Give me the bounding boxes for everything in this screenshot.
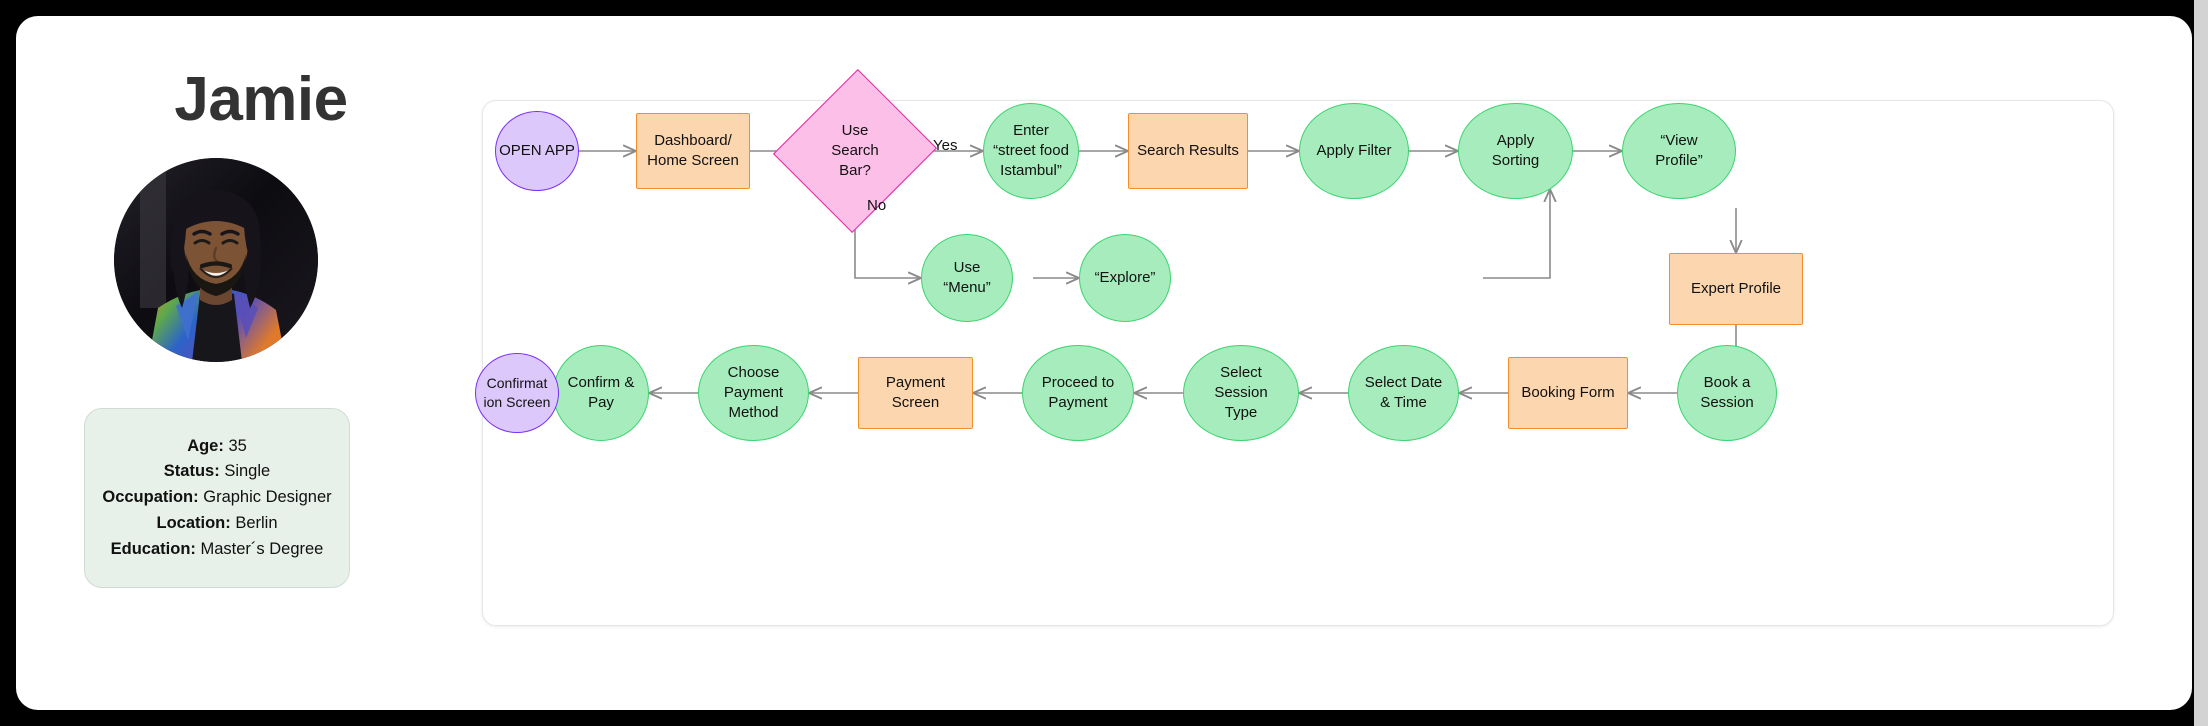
flow-node-search-results[interactable]: Search Results [1128, 113, 1248, 189]
info-row-age: Age: 35 [187, 434, 247, 460]
flow-node-confirmation-screen[interactable]: Confirmat ion Screen [475, 353, 559, 433]
flow-node-open-app[interactable]: OPEN APP [495, 111, 579, 191]
persona-panel: Jamie [46, 26, 476, 700]
flow-node-booking-form-label: Booking Form [1521, 383, 1615, 401]
flow-node-booking-form[interactable]: Booking Form [1508, 357, 1628, 429]
info-label-location: Location: [156, 513, 231, 532]
flow-node-confirm-and-pay-label: Confirm & Pay [567, 373, 635, 411]
flow-node-expert-profile-label: Expert Profile [1690, 279, 1782, 297]
info-row-status: Status: Single [164, 459, 270, 485]
flow-node-view-profile[interactable]: “View Profile” [1622, 103, 1736, 199]
page-title: Jamie [174, 65, 348, 134]
flow-node-expert-profile[interactable]: Expert Profile [1669, 253, 1803, 325]
flow-node-use-menu[interactable]: Use “Menu” [921, 234, 1013, 322]
flow-node-book-a-session[interactable]: Book a Session [1677, 345, 1777, 441]
flow-connectors [579, 101, 2115, 627]
flow-node-apply-sorting-label: Apply Sorting [1491, 131, 1540, 169]
flow-node-select-date-time[interactable]: Select Date & Time [1348, 345, 1459, 441]
flow-node-enter-query-label: Enter “street food Istambul” [993, 121, 1069, 180]
flow-node-use-menu-label: Use “Menu” [943, 258, 991, 296]
info-label-occupation: Occupation: [102, 488, 199, 507]
flow-node-view-profile-label: “View Profile” [1655, 131, 1703, 169]
flow-node-explore-label: “Explore” [1094, 268, 1156, 286]
flow-node-dashboard-label: Dashboard/ Home Screen [647, 131, 739, 169]
info-value-age: 35 [228, 436, 247, 455]
user-flow-diagram-panel: OPEN APP Dashboard/ Home Screen Use Sear… [475, 68, 2115, 627]
info-row-education: Education: Master´s Degree [111, 537, 324, 563]
info-value-education: Master´s Degree [200, 539, 324, 558]
flow-node-confirmation-screen-label: Confirmat ion Screen [483, 375, 551, 410]
flow-node-choose-payment-label: Choose Payment Method [723, 363, 784, 422]
avatar [114, 158, 318, 362]
flow-node-confirm-and-pay[interactable]: Confirm & Pay [553, 345, 649, 441]
flow-node-proceed-to-payment-label: Proceed to Payment [1041, 373, 1115, 411]
flow-node-open-app-label: OPEN APP [499, 141, 575, 159]
edge-label-no: No [867, 197, 887, 214]
edge-label-yes: Yes [933, 137, 958, 154]
flow-node-dashboard[interactable]: Dashboard/ Home Screen [636, 113, 750, 189]
flow-node-apply-filter-label: Apply Filter [1316, 141, 1392, 159]
info-row-occupation: Occupation: Graphic Designer [102, 485, 331, 511]
flow-node-select-session-type-label: Select Session Type [1214, 363, 1268, 422]
flow-node-apply-sorting[interactable]: Apply Sorting [1458, 103, 1573, 199]
flow-node-select-session-type[interactable]: Select Session Type [1183, 345, 1299, 441]
info-row-location: Location: Berlin [156, 511, 277, 537]
flow-node-proceed-to-payment[interactable]: Proceed to Payment [1022, 345, 1134, 441]
flow-node-apply-filter[interactable]: Apply Filter [1299, 103, 1409, 199]
flow-node-book-a-session-label: Book a Session [1700, 373, 1754, 411]
flow-node-select-date-time-label: Select Date & Time [1364, 373, 1443, 411]
info-value-occupation: Graphic Designer [203, 488, 332, 507]
flow-node-explore[interactable]: “Explore” [1079, 234, 1171, 322]
window-scrollbar[interactable] [2194, 0, 2208, 726]
info-label-age: Age: [187, 436, 224, 455]
info-label-status: Status: [163, 462, 220, 481]
flow-node-payment-screen-label: Payment Screen [885, 373, 946, 411]
app-window-frame: Jamie [16, 16, 2192, 710]
flow-node-use-search-bar-label: Use Search Bar? [831, 121, 879, 180]
flow-node-payment-screen[interactable]: Payment Screen [858, 357, 973, 429]
user-portrait-photo [114, 158, 318, 362]
info-value-status: Single [224, 462, 271, 481]
flow-node-use-search-bar[interactable]: Use Search Bar? [772, 68, 938, 234]
info-label-education: Education: [110, 539, 196, 558]
info-value-location: Berlin [235, 513, 278, 532]
flow-node-enter-query[interactable]: Enter “street food Istambul” [983, 103, 1079, 199]
flow-node-choose-payment[interactable]: Choose Payment Method [698, 345, 809, 441]
flow-node-search-results-label: Search Results [1137, 141, 1239, 159]
persona-info-card: Age: 35 Status: Single Occupation: Graph… [84, 408, 350, 588]
